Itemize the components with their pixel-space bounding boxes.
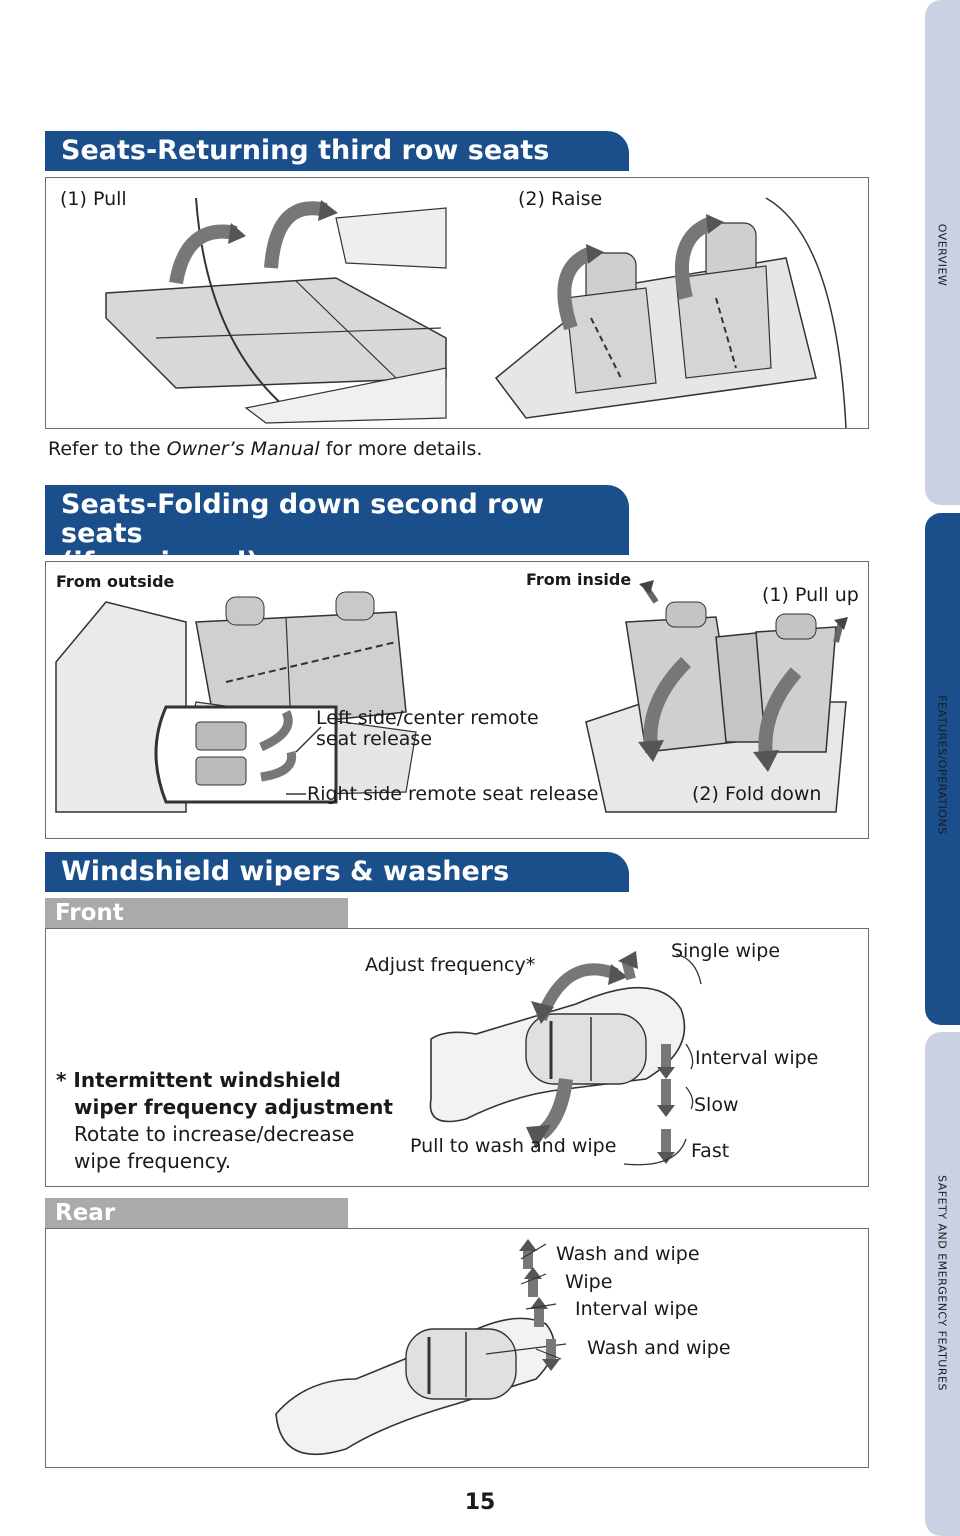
page-number: 15 <box>464 1490 496 1515</box>
interval-wipe-label: Interval wipe <box>695 1047 819 1069</box>
rear-wash-wipe-top-label: Wash and wipe <box>556 1243 700 1265</box>
returning-illustration-panel: (1) Pull (2) Raise <box>45 177 869 429</box>
section-title-folding: Seats-Folding down second row seats (if … <box>45 485 629 577</box>
front-wiper-stalk-illustration <box>429 951 702 1166</box>
seat-fold-illustration <box>55 580 848 813</box>
fold-down-label: (2) Fold down <box>692 783 822 805</box>
left-release-label: Left side/center remote seat release <box>316 708 539 750</box>
section-title-wipers: Windshield wipers & washers <box>45 852 629 892</box>
front-wiper-panel: Adjust frequency* Single wipe Interval w… <box>45 928 869 1187</box>
pull-up-label: (1) Pull up <box>762 584 859 606</box>
from-inside-label: From inside <box>526 570 632 589</box>
seat-pull-illustration <box>105 197 847 429</box>
frequency-note-line3: Rotate to increase/decrease <box>74 1122 355 1146</box>
adjust-frequency-label: Adjust frequency* <box>365 954 536 976</box>
section-title-returning-text: Seats-Returning third row seats <box>61 135 550 166</box>
frequency-note-line1: * Intermittent windshield <box>56 1068 341 1092</box>
returning-note: Refer to the Owner’s Manual for more det… <box>48 438 482 460</box>
returning-note-prefix: Refer to the <box>48 438 167 460</box>
frequency-note-line2: wiper frequency adjustment <box>74 1095 393 1119</box>
folding-illustration-panel: From outside From inside (1) Pull up <box>45 561 869 839</box>
step-pull-label: (1) Pull <box>60 188 127 210</box>
from-outside-label: From outside <box>56 572 175 591</box>
section-title-returning: Seats-Returning third row seats <box>45 131 629 171</box>
slow-label: Slow <box>694 1094 739 1116</box>
side-tab-safety[interactable] <box>925 1032 960 1536</box>
side-tab-overview[interactable] <box>925 0 960 505</box>
rear-subheader: Rear <box>45 1198 348 1228</box>
rear-wash-wipe-bottom-label: Wash and wipe <box>587 1337 731 1359</box>
side-tab-overview-label: OVERVIEW <box>935 223 949 287</box>
section-title-folding-line1: Seats-Folding down second row seats <box>61 489 544 549</box>
single-wipe-label: Single wipe <box>671 940 781 962</box>
rear-wiper-panel: Wash and wipe Wipe Interval wipe Wash an… <box>45 1228 869 1468</box>
fast-label: Fast <box>691 1140 730 1162</box>
side-tab-features[interactable] <box>925 513 960 1025</box>
frequency-note: * Intermittent windshield wiper frequenc… <box>56 1067 393 1175</box>
rear-wipe-label: Wipe <box>565 1271 613 1293</box>
frequency-note-line4: wipe frequency. <box>74 1149 232 1173</box>
section-title-wipers-text: Windshield wipers & washers <box>61 856 510 887</box>
step-raise-label: (2) Raise <box>518 188 603 210</box>
side-tab-safety-label: SAFETY AND EMERGENCY FEATURES <box>935 1175 949 1391</box>
left-release-line1: Left side/center remote <box>316 707 539 729</box>
owners-manual-reference: Owner’s Manual <box>166 438 320 460</box>
left-release-line2: seat release <box>316 728 433 750</box>
pull-wash-label: Pull to wash and wipe <box>410 1135 617 1157</box>
side-tab-features-label: FEATURES/OPERATIONS <box>935 695 949 835</box>
front-subheader: Front <box>45 898 348 928</box>
returning-note-suffix: for more details. <box>319 438 483 460</box>
rear-interval-wipe-label: Interval wipe <box>575 1298 699 1320</box>
rear-wiper-stalk-illustration <box>275 1239 567 1456</box>
right-release-label: Right side remote seat release <box>307 783 599 805</box>
